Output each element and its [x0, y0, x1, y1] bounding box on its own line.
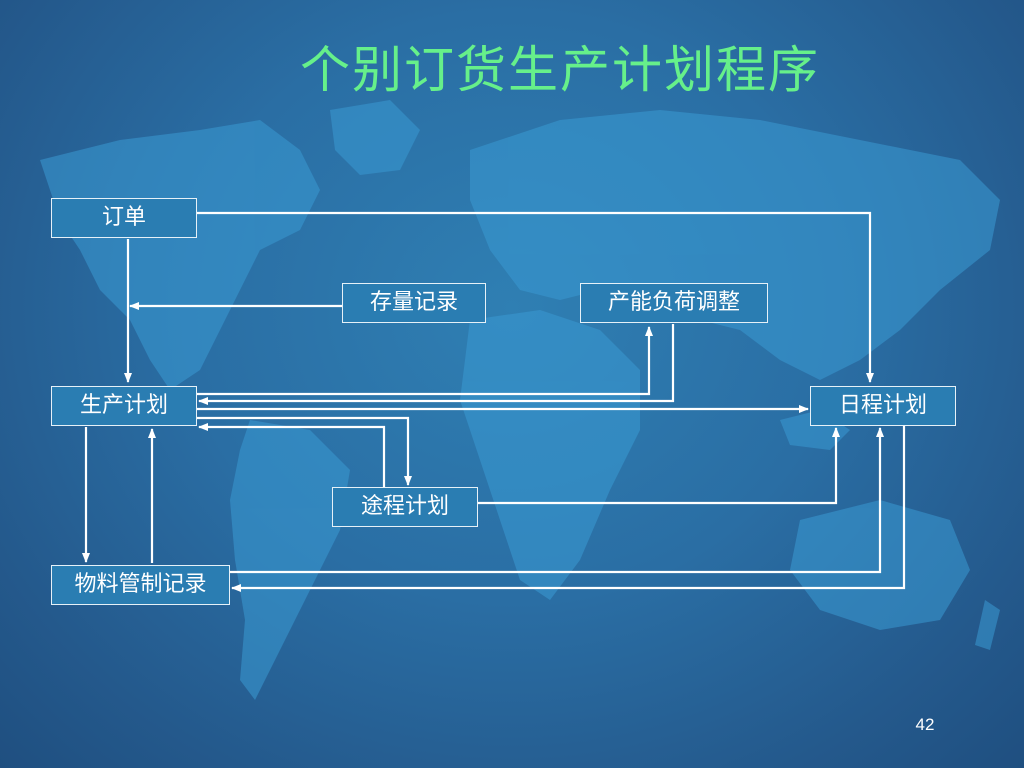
node-routing-plan: 途程计划 [332, 487, 478, 527]
arrow-material-to-schedule [230, 427, 884, 574]
arrow-routing-to-schedule [478, 427, 840, 505]
arrow-capacity-to-production [198, 324, 675, 405]
node-production-plan: 生产计划 [51, 386, 197, 426]
arrow-production-to-routing [197, 416, 412, 486]
arrow-routing-to-production [198, 423, 386, 487]
node-material-control-record: 物料管制记录 [51, 565, 230, 605]
arrow-schedule-to-material [231, 426, 906, 592]
node-schedule-plan: 日程计划 [810, 386, 956, 426]
node-inventory-record: 存量记录 [342, 283, 486, 323]
arrow-order-to-schedule-plan [197, 211, 874, 383]
page-number: 42 [915, 715, 935, 734]
node-capacity-load-adjust: 产能负荷调整 [580, 283, 768, 323]
node-order: 订单 [51, 198, 197, 238]
slide-title: 个别订货生产计划程序 [300, 41, 820, 99]
arrow-production-to-capacity [197, 326, 653, 396]
